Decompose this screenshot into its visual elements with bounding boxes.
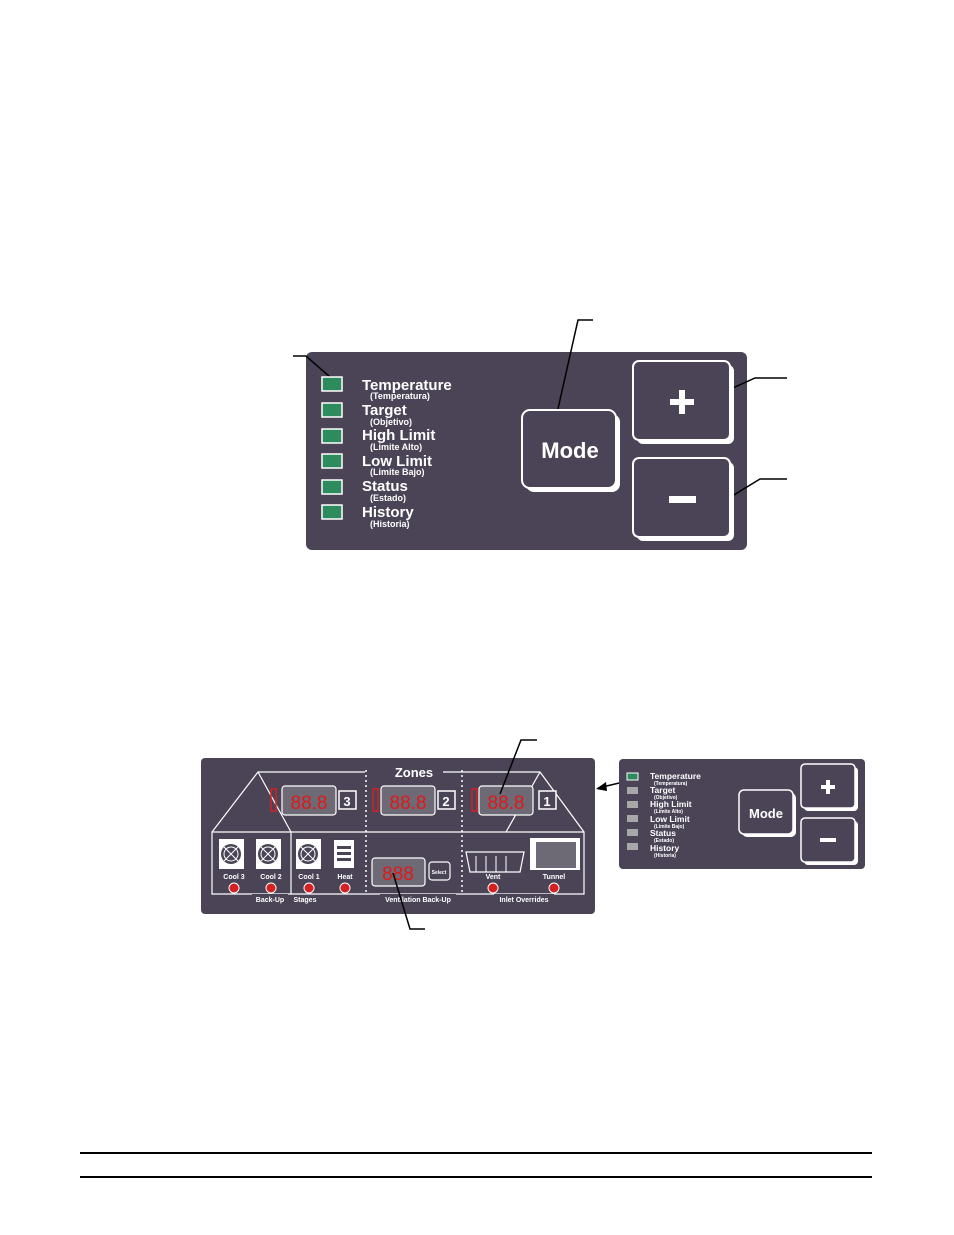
mode-label-target: Target (362, 402, 407, 419)
tunnel-icon (530, 838, 580, 870)
label-stages: Stages (294, 897, 317, 904)
label-heat: Heat (337, 874, 353, 881)
mode-sub-status: (Estado) (370, 493, 406, 503)
label-tunnel: Tunnel (543, 874, 565, 881)
small-minus-icon (820, 838, 836, 842)
led-cool-1 (303, 882, 315, 894)
minus-button[interactable] (632, 457, 734, 541)
led-vent (487, 882, 499, 894)
mode-sub-high-limit: (Limite Alto) (370, 442, 422, 452)
led-heat (339, 882, 351, 894)
fan-icon (219, 839, 244, 869)
led-history (321, 504, 343, 520)
callout-line-zone (499, 739, 537, 795)
label-vent: Vent (486, 874, 501, 881)
small-sub-temperature: (Temperatura) (654, 781, 688, 787)
small-sub-low-limit: (Limite Bajo) (654, 824, 685, 830)
small-sub-history: (Historia) (654, 853, 676, 859)
label-inlet-overrides: Inlet Overrides (499, 897, 548, 904)
callout-line-vent (392, 872, 425, 930)
label-cool-3: Cool 3 (223, 874, 244, 881)
mode-label-history: History (362, 504, 414, 521)
label-cool-2: Cool 2 (260, 874, 281, 881)
led-high-limit (321, 428, 343, 444)
fan-icon (256, 839, 281, 869)
zone-2-readout: 88.8 (390, 793, 427, 814)
small-led-low-limit (627, 815, 638, 822)
small-label-high-limit: High Limit (650, 799, 692, 809)
inlet-icon (465, 851, 525, 873)
small-label-history: History (650, 843, 680, 853)
led-status (321, 479, 343, 495)
thermometer-icon (372, 788, 379, 812)
heater-icon (334, 840, 354, 868)
callout-line-mode (554, 319, 593, 423)
small-label-low-limit: Low Limit (650, 814, 690, 824)
minus-icon (669, 496, 696, 503)
select-label: Select (432, 870, 447, 876)
zone-1-number: 1 (543, 794, 550, 809)
mode-sub-target: (Objetivo) (370, 417, 412, 427)
led-tunnel (548, 882, 560, 894)
zone-2-number: 2 (442, 794, 449, 809)
small-led-target (627, 787, 638, 794)
small-label-target: Target (650, 785, 676, 795)
small-mode-label: Mode (749, 806, 783, 821)
mode-sub-temperature: (Temperatura) (370, 391, 430, 401)
mode-label-low-limit: Low Limit (362, 453, 432, 470)
small-label-temperature: Temperature (650, 771, 701, 781)
mode-label-status: Status (362, 478, 408, 495)
arrow-head-icon (596, 782, 607, 791)
small-sub-target: (Objetivo) (654, 795, 678, 801)
small-led-status (627, 829, 638, 836)
callout-line-led (293, 355, 339, 385)
zone-2-display: 88.8 2 (372, 785, 456, 816)
small-minus-button[interactable] (800, 817, 858, 865)
zone-1-readout: 88.8 (488, 793, 525, 814)
mode-button-label: Mode (541, 438, 598, 463)
small-sub-status: (Estado) (654, 838, 674, 844)
zone-1-display: 88.8 1 (471, 785, 557, 816)
ventilation-readout: 888 (382, 864, 414, 885)
mode-label-temperature: Temperature (362, 377, 452, 394)
led-cool-3 (228, 882, 240, 894)
led-low-limit (321, 453, 343, 469)
small-plus-button[interactable] (800, 763, 858, 811)
label-back-up: Back-Up (256, 897, 284, 904)
mode-button[interactable]: Mode (521, 409, 620, 492)
thermometer-icon (471, 788, 478, 812)
small-label-status: Status (650, 828, 676, 838)
small-led-temperature (626, 772, 639, 781)
mode-sub-low-limit: (Limite Bajo) (370, 467, 425, 477)
mode-label-high-limit: High Limit (362, 427, 435, 444)
led-cool-2 (265, 882, 277, 894)
mode-led-list (321, 376, 343, 520)
small-sub-high-limit: (Limite Alto) (654, 809, 683, 815)
small-mode-button[interactable]: Mode (738, 789, 796, 837)
zone-3-number: 3 (343, 794, 350, 809)
ventilation-backup-display: 888 (371, 857, 426, 887)
select-button[interactable]: Select (428, 861, 451, 881)
led-target (321, 402, 343, 418)
zone-3-display: 88.8 3 (270, 785, 357, 816)
zone-3-readout: 88.8 (291, 793, 328, 814)
small-led-high-limit (627, 801, 638, 808)
label-ventilation-back-up: Ventilation Back-Up (385, 897, 451, 904)
small-led-history (627, 843, 638, 850)
fan-icon (296, 839, 321, 869)
mode-sub-history: (Historia) (370, 519, 410, 529)
label-cool-1: Cool 1 (298, 874, 319, 881)
plus-button[interactable] (632, 360, 734, 444)
led-temperature (321, 376, 343, 392)
zones-title: Zones (395, 765, 433, 780)
small-led-list (626, 772, 639, 850)
thermometer-icon (270, 788, 277, 812)
